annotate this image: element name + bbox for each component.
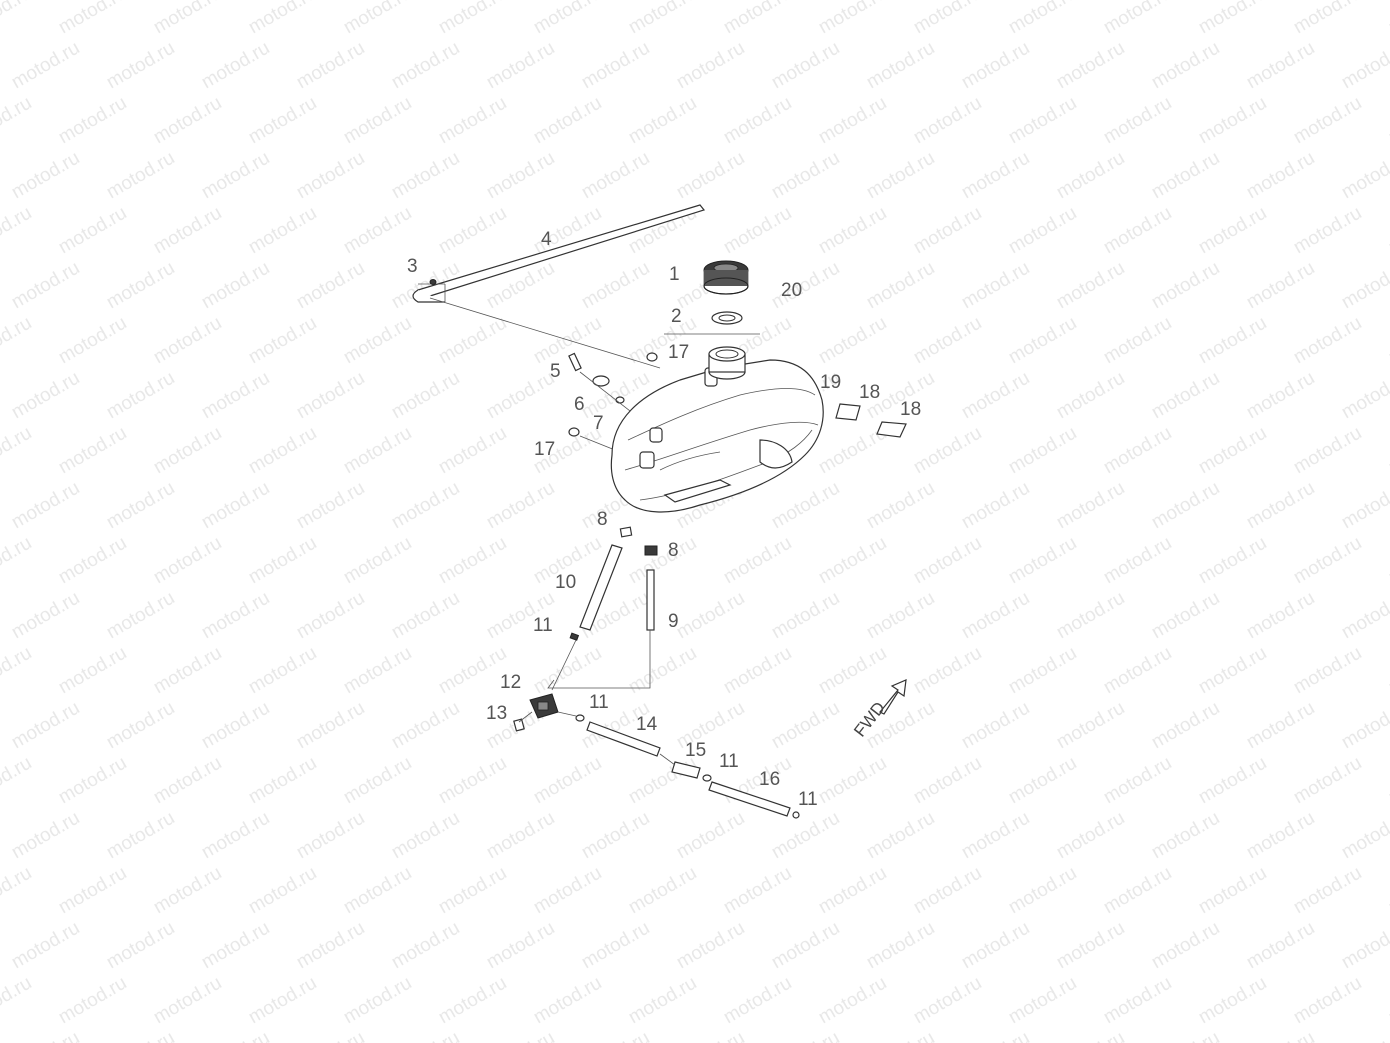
callout-8-b: 8 xyxy=(668,540,679,561)
callout-10: 10 xyxy=(555,572,576,593)
fuel-valve-part-12 xyxy=(529,693,559,719)
callout-13: 13 xyxy=(486,703,507,724)
callout-16: 16 xyxy=(759,769,780,790)
callout-18-a: 18 xyxy=(859,382,880,403)
clamp-part-3 xyxy=(429,279,437,285)
decal-part-18-a xyxy=(835,403,861,421)
callout-11-b: 11 xyxy=(589,692,609,713)
hose-part-16 xyxy=(708,781,800,819)
fuel-filter-part-15 xyxy=(659,753,712,782)
callout-8-a: 8 xyxy=(597,509,608,530)
fuel-hose-part-10 xyxy=(579,544,623,631)
collar-part-7 xyxy=(615,396,625,404)
callout-1: 1 xyxy=(669,264,680,285)
breather-tube-part-4 xyxy=(412,204,706,303)
leader-line xyxy=(551,639,577,691)
bolt-part-5 xyxy=(568,352,582,372)
clamp-part-8-a xyxy=(619,526,633,538)
fuel-tank-part-19 xyxy=(610,346,824,513)
screw-part-13 xyxy=(513,711,533,732)
fuel-cap-part-1 xyxy=(703,260,749,295)
forward-direction-indicator: FWD xyxy=(850,679,907,740)
callout-11-c: 11 xyxy=(719,751,739,772)
clip-part-11-a xyxy=(569,632,580,641)
callout-11-d: 11 xyxy=(798,789,818,810)
callout-6: 6 xyxy=(574,394,585,415)
gasket-part-2 xyxy=(711,311,743,325)
callout-5: 5 xyxy=(550,361,561,382)
callout-17-b: 17 xyxy=(534,439,555,460)
callout-19: 19 xyxy=(820,372,841,393)
spacer-part-6 xyxy=(592,375,610,387)
callout-12: 12 xyxy=(500,672,521,693)
callout-18-b: 18 xyxy=(900,399,921,420)
leader-line xyxy=(429,297,661,369)
callout-14: 14 xyxy=(636,714,658,735)
callout-4: 4 xyxy=(541,229,552,250)
clamp-part-8-b xyxy=(644,545,658,556)
callout-17-a: 17 xyxy=(668,342,689,363)
callout-15: 15 xyxy=(685,740,706,761)
hose-part-14 xyxy=(557,711,661,757)
callout-3: 3 xyxy=(407,256,418,277)
callout-9: 9 xyxy=(668,611,679,632)
callout-20: 20 xyxy=(781,280,802,301)
callout-11-a: 11 xyxy=(533,615,553,636)
callout-2: 2 xyxy=(671,306,682,327)
callout-7: 7 xyxy=(593,413,604,434)
vent-hose-part-9 xyxy=(547,569,655,689)
callout-labels: 1 2 3 4 5 6 7 8 8 9 10 11 11 11 11 12 13… xyxy=(407,229,921,810)
grommet-part-17-top xyxy=(646,352,658,362)
decal-part-18-b xyxy=(876,421,907,438)
fwd-label: FWD xyxy=(850,698,889,740)
grommet-part-17-bottom xyxy=(568,427,580,437)
